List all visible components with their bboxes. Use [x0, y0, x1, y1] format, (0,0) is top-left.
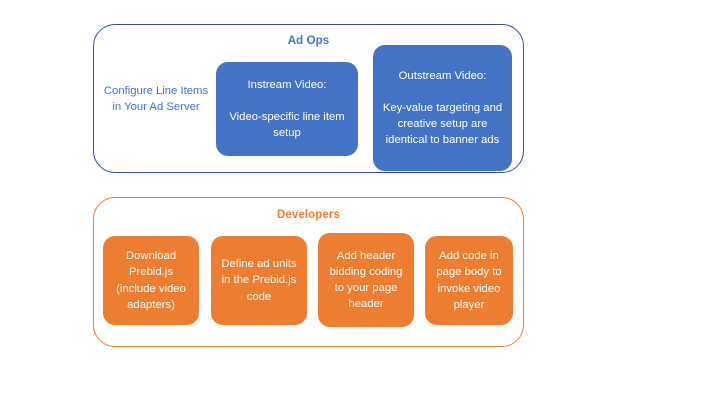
lane-title-ad-ops: Ad Ops	[287, 35, 330, 47]
node-configure-line-items: Configure Line Items in Your Ad Server	[99, 70, 213, 128]
node-define-ad-units[interactable]: Define ad units in the Prebid.js code	[211, 236, 307, 325]
node-outstream-video-label: Outstream Video: Key-value targeting and…	[382, 69, 503, 147]
node-add-header-bidding-code-label: Add header bidding coding to your page h…	[329, 249, 403, 311]
node-download-prebid[interactable]: Download Prebid.js (include video adapte…	[103, 236, 199, 325]
node-add-header-bidding-code[interactable]: Add header bidding coding to your page h…	[318, 233, 414, 327]
node-configure-line-items-label: Configure Line Items in Your Ad Server	[103, 84, 209, 113]
node-add-page-body-code-label: Add code in page body to invoke video pl…	[436, 250, 502, 311]
node-outstream-video[interactable]: Outstream Video: Key-value targeting and…	[373, 45, 512, 171]
node-download-prebid-label: Download Prebid.js (include video adapte…	[116, 250, 186, 311]
node-instream-video-label: Instream Video: Video-specific line item…	[229, 78, 345, 140]
node-add-page-body-code[interactable]: Add code in page body to invoke video pl…	[425, 236, 513, 325]
node-instream-video[interactable]: Instream Video: Video-specific line item…	[216, 62, 358, 156]
lane-title-developers: Developers	[276, 209, 340, 221]
node-define-ad-units-label: Define ad units in the Prebid.js code	[221, 258, 297, 303]
